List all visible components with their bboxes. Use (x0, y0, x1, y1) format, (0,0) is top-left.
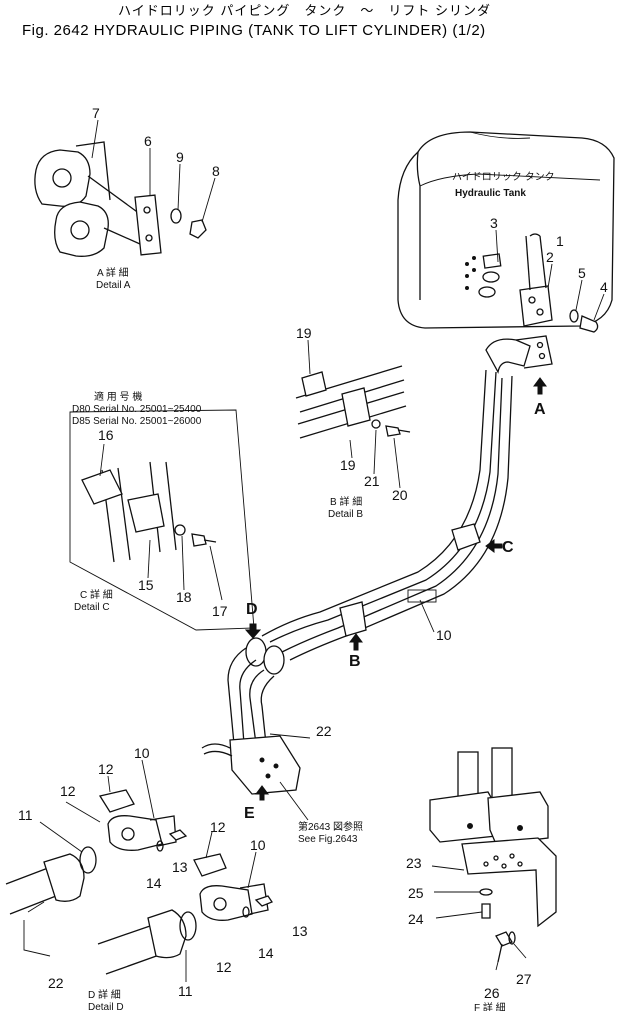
view-arrow-c: C (485, 539, 514, 556)
detail-a: A 詳 細 Detail A (34, 119, 216, 291)
part-num-12-b: 12 (60, 783, 76, 799)
svg-text:A: A (534, 401, 546, 418)
part-num-2: 2 (546, 249, 554, 265)
title-japanese: ハイドロリック パイピング タンク ～ リフト シリンダ (118, 3, 491, 18)
see-ref-en: See Fig.2643 (298, 834, 358, 845)
detail-c-en: Detail C (74, 602, 110, 613)
svg-text:E: E (244, 805, 255, 822)
hydraulic-tank: ハイドロリック タンク Hydraulic Tank (397, 131, 615, 329)
view-arrow-b: B (349, 633, 363, 670)
part-num-4: 4 (600, 279, 608, 295)
detail-a-jp: A 詳 細 (97, 266, 129, 279)
part-num-23: 23 (406, 855, 422, 871)
part-num-14-a: 14 (146, 875, 162, 891)
detail-d-en: Detail D (88, 1002, 124, 1011)
detail-a-en: Detail A (96, 280, 131, 291)
see-ref-jp: 第2643 図参照 (298, 820, 363, 833)
part-num-12-d: 12 (216, 959, 232, 975)
part-num-6: 6 (144, 133, 152, 149)
part-num-26: 26 (484, 985, 500, 1001)
tank-label-en: Hydraulic Tank (455, 188, 526, 199)
part-num-11-b: 11 (178, 983, 193, 999)
detail-c-frame (69, 409, 255, 631)
part-num-5: 5 (578, 265, 586, 281)
detail-b: B 詳 細 Detail B (295, 339, 411, 520)
title-english: Fig. 2642 HYDRAULIC PIPING (TANK TO LIFT… (22, 22, 486, 39)
view-arrow-d: D (244, 601, 262, 639)
part-num-8: 8 (212, 163, 220, 179)
detail-f-jp: F 詳 細 (474, 1001, 506, 1011)
svg-text:D: D (246, 601, 258, 618)
part-num-16: 16 (98, 427, 114, 443)
detail-d: D 詳 細 Detail D (5, 759, 273, 1011)
part-num-21: 21 (364, 473, 380, 489)
part-num-19-a: 19 (296, 325, 312, 341)
view-arrow-a: A (533, 377, 547, 418)
serial-d80: D80 Serial No. 25001~25400 (72, 404, 202, 415)
part-num-13-b: 13 (292, 923, 308, 939)
part-num-10-main: 10 (436, 627, 452, 643)
tank-label-jp: ハイドロリック タンク (452, 171, 555, 183)
svg-text:B: B (349, 653, 361, 670)
part-num-18: 18 (176, 589, 192, 605)
svg-text:C: C (502, 539, 514, 556)
part-num-25: 25 (408, 885, 424, 901)
part-num-7: 7 (92, 105, 100, 121)
detail-f: F 詳 細 (429, 747, 557, 1011)
part-num-11-a: 11 (18, 807, 33, 823)
part-num-1: 1 (556, 233, 564, 249)
part-num-22-detail: 22 (48, 975, 64, 991)
view-arrow-e: E (244, 785, 269, 822)
part-num-10-d2: 10 (250, 837, 266, 853)
detail-c-jp: C 詳 細 (80, 588, 113, 601)
part-num-24: 24 (408, 911, 424, 927)
serial-jp: 適 用 号 機 (94, 390, 142, 403)
pipe-assembly (201, 335, 553, 795)
tank-outlet-fittings (478, 233, 599, 333)
part-num-14-b: 14 (258, 945, 274, 961)
part-num-12-a: 12 (98, 761, 114, 777)
part-num-20: 20 (392, 487, 408, 503)
detail-d-jp: D 詳 細 (88, 988, 121, 1001)
part-num-3: 3 (490, 215, 498, 231)
part-num-12-c: 12 (210, 819, 226, 835)
serial-d85: D85 Serial No. 25001~26000 (72, 416, 202, 427)
part-num-17: 17 (212, 603, 228, 619)
part-num-13-a: 13 (172, 859, 188, 875)
detail-c: 適 用 号 機 D80 Serial No. 25001~25400 D85 S… (69, 390, 255, 631)
part-num-27: 27 (516, 971, 532, 987)
detail-b-en: Detail B (328, 509, 363, 520)
part-num-22-main: 22 (316, 723, 332, 739)
detail-b-jp: B 詳 細 (330, 495, 362, 508)
part-num-9: 9 (176, 149, 184, 165)
part-num-15: 15 (138, 577, 154, 593)
part-num-19-b: 19 (340, 457, 356, 473)
part-num-10-d1: 10 (134, 745, 150, 761)
